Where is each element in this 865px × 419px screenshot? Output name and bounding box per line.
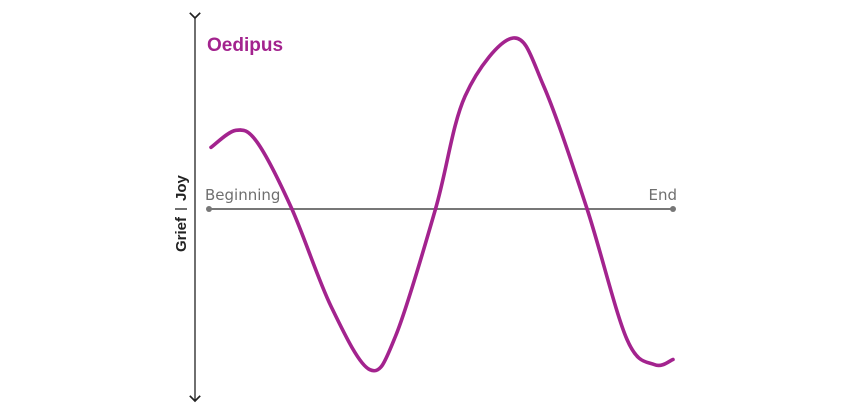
y-label-grief: Grief <box>173 216 190 252</box>
series-line-oedipus <box>209 36 675 373</box>
x-label-beginning: Beginning <box>205 186 280 204</box>
chart-title: Oedipus <box>207 35 283 56</box>
y-label-joy: Joy <box>173 174 190 201</box>
timeline-start-dot <box>206 206 212 212</box>
timeline-end-dot <box>670 206 676 212</box>
x-label-end: End <box>648 186 677 204</box>
